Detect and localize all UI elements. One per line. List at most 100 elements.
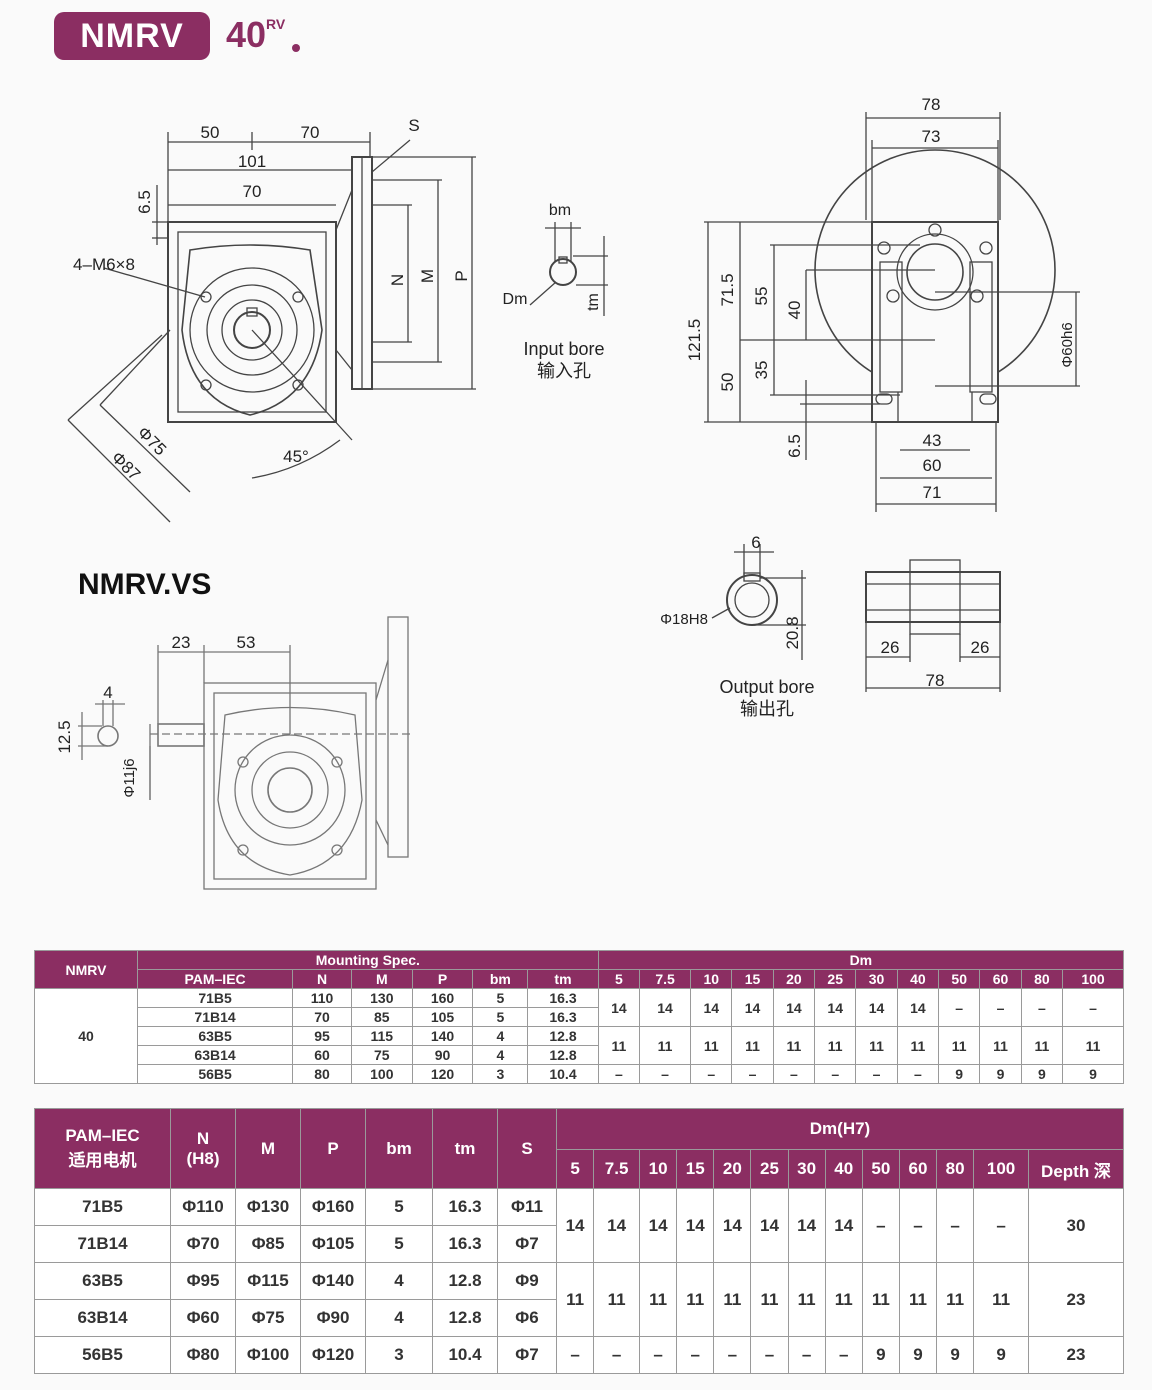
t1-cell: 75 — [350, 1045, 413, 1065]
dim-6-5b: 6.5 — [785, 434, 804, 458]
t2-cell: Φ60 — [170, 1299, 236, 1337]
t1-dm-cell: – — [814, 1064, 857, 1084]
t1-cell: 105 — [411, 1007, 474, 1027]
dim-101: 101 — [238, 152, 266, 171]
t2-dm-cell: – — [639, 1336, 678, 1374]
t2-cell: Φ80 — [170, 1336, 236, 1374]
dim-35: 35 — [752, 361, 771, 380]
t2-dm-col: 20 — [713, 1149, 752, 1189]
dim-p: P — [452, 270, 471, 281]
output-bore-drawing — [711, 544, 806, 660]
t1-cell: 115 — [350, 1026, 413, 1046]
t2-depth-cell: 23 — [1028, 1336, 1124, 1374]
t2-cell: Φ9 — [497, 1262, 557, 1300]
t1-dm-cell: 11 — [855, 1026, 898, 1065]
t1-cell: 63B5 — [136, 1026, 294, 1046]
t1-cell: 120 — [411, 1064, 474, 1084]
side-view — [704, 112, 1080, 512]
t1-subheader: M — [350, 969, 413, 989]
t1-dm-col: 100 — [1062, 969, 1124, 989]
t1-dm-cell: 11 — [938, 1026, 981, 1065]
t1-dm-cell: 9 — [938, 1064, 981, 1084]
t2-dm-col: 30 — [787, 1149, 826, 1189]
t2-dm-cell: – — [861, 1188, 900, 1263]
t1-dm-cell: 14 — [814, 988, 857, 1027]
t1-cell: 71B5 — [136, 988, 294, 1008]
t2-p-header: P — [300, 1108, 366, 1189]
t1-dm-cell: 14 — [855, 988, 898, 1027]
t1-dm-cell: 11 — [814, 1026, 857, 1065]
t1-dm-col: 25 — [814, 969, 857, 989]
t1-cell: 71B14 — [136, 1007, 294, 1027]
t2-cell: Φ110 — [170, 1188, 236, 1226]
t1-dm-cell: 14 — [690, 988, 733, 1027]
t2-dm-cell: 11 — [676, 1262, 715, 1337]
t1-dm-cell: 11 — [731, 1026, 774, 1065]
t1-dm-cell: 9 — [979, 1064, 1022, 1084]
t1-dm-cell: – — [690, 1064, 733, 1084]
t2-cell: 63B14 — [34, 1299, 171, 1337]
t2-cell: 5 — [365, 1188, 433, 1226]
size-label: 40 — [226, 14, 267, 55]
t1-dm-col: 40 — [896, 969, 940, 989]
t2-dm-col: 15 — [676, 1149, 715, 1189]
t2-cell: 4 — [365, 1299, 433, 1337]
t1-dm-cell: 14 — [597, 988, 641, 1027]
t1-dm-cell: 11 — [896, 1026, 940, 1065]
t2-dm-cell: – — [898, 1188, 938, 1263]
t2-cell: Φ115 — [235, 1262, 301, 1300]
dim-phi75: Φ75 — [134, 423, 170, 459]
t2-cell: Φ75 — [235, 1299, 301, 1337]
t1-dm-cell: 14 — [896, 988, 940, 1027]
t2-m-header: M — [235, 1108, 301, 1189]
t1-cell: 16.3 — [527, 1007, 599, 1027]
t1-cell: 80 — [292, 1064, 352, 1084]
dim-121-5: 121.5 — [685, 319, 704, 362]
dim-40: 40 — [785, 301, 804, 320]
dim-53: 53 — [237, 633, 256, 652]
dim-78b: 78 — [926, 671, 945, 690]
dim-20-8: 20.8 — [783, 616, 802, 649]
t2-dm-cell: 11 — [787, 1262, 826, 1337]
t1-model-header: NMRV — [34, 950, 138, 989]
t2-dm-cell: – — [787, 1336, 826, 1374]
t2-depth-header: Depth 深 — [1028, 1149, 1124, 1189]
t2-dm-cell: 11 — [750, 1262, 789, 1337]
t1-dm-cell: 11 — [772, 1026, 816, 1065]
t1-dm-col: 7.5 — [639, 969, 692, 989]
t2-s-header: S — [497, 1108, 557, 1189]
t2-cell: Φ6 — [497, 1299, 557, 1337]
t2-dm-cell: – — [824, 1336, 863, 1374]
dim-55: 55 — [752, 287, 771, 306]
t2-cell: Φ70 — [170, 1225, 236, 1263]
t2-cell: Φ90 — [300, 1299, 366, 1337]
dim-70b: 70 — [243, 182, 262, 201]
t2-dm-cell: – — [593, 1336, 641, 1374]
t1-cell: 4 — [472, 1026, 529, 1046]
input-bore-label: Input bore 输入孔 — [523, 339, 605, 381]
t1-dm-cell: 9 — [1020, 1064, 1064, 1084]
t1-dm-cell: 11 — [1062, 1026, 1124, 1065]
t1-dm-cell: – — [1020, 988, 1064, 1027]
t1-subheader: PAM–IEC — [136, 969, 294, 989]
t2-dm-col: 80 — [936, 1149, 975, 1189]
t1-cell: 12.8 — [527, 1026, 599, 1046]
t1-cell: 56B5 — [136, 1064, 294, 1084]
t1-dm-cell: 14 — [731, 988, 774, 1027]
t2-cell: 12.8 — [432, 1299, 498, 1337]
dim-78: 78 — [922, 95, 941, 114]
t2-cell: Φ105 — [300, 1225, 366, 1263]
dim-6: 6 — [751, 533, 760, 552]
t1-dm-cell: 9 — [1062, 1064, 1124, 1084]
dim-m6: 4–M6×8 — [73, 255, 135, 274]
t1-subheader: tm — [527, 969, 599, 989]
output-bore-label: Output bore 输出孔 — [719, 677, 815, 719]
dim-phi11j6: Φ11j6 — [121, 758, 138, 797]
t2-cell: Φ140 — [300, 1262, 366, 1300]
